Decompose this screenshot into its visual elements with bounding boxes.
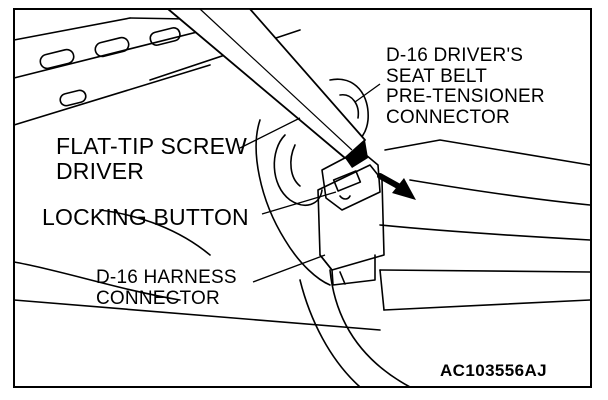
locking-button-leader bbox=[261, 191, 337, 215]
label-line: CONNECTOR bbox=[96, 287, 220, 309]
harness-connector-label: D-16 HARNESS CONNECTOR bbox=[96, 267, 237, 309]
floor-outline bbox=[13, 209, 411, 388]
harness-connector-body bbox=[317, 164, 385, 286]
locking-button-label: LOCKING BUTTON bbox=[42, 204, 249, 230]
screwdriver-leader bbox=[239, 117, 301, 149]
label-line: D-16 DRIVER'S bbox=[386, 45, 524, 66]
pretensioner-leader bbox=[354, 83, 381, 103]
harness-leader bbox=[252, 254, 326, 283]
label-line: D-16 HARNESS bbox=[96, 267, 237, 288]
flat-tip-screwdriver bbox=[167, 8, 368, 168]
screwdriver-label: FLAT-TIP SCREW DRIVER bbox=[56, 134, 247, 184]
figure-code: AC103556AJ bbox=[440, 361, 548, 380]
label-line: DRIVER bbox=[56, 157, 145, 184]
seat-panel bbox=[379, 139, 591, 311]
pretensioner-connector-label: D-16 DRIVER'S SEAT BELT PRE-TENSIONER CO… bbox=[386, 45, 545, 128]
label-line: PRE-TENSIONER bbox=[386, 86, 545, 108]
label-line: SEAT BELT bbox=[386, 65, 488, 87]
pull-direction-arrow bbox=[377, 173, 416, 200]
label-line: FLAT-TIP SCREW bbox=[56, 133, 248, 159]
label-line: CONNECTOR bbox=[386, 106, 510, 128]
figure-frame bbox=[13, 8, 592, 388]
